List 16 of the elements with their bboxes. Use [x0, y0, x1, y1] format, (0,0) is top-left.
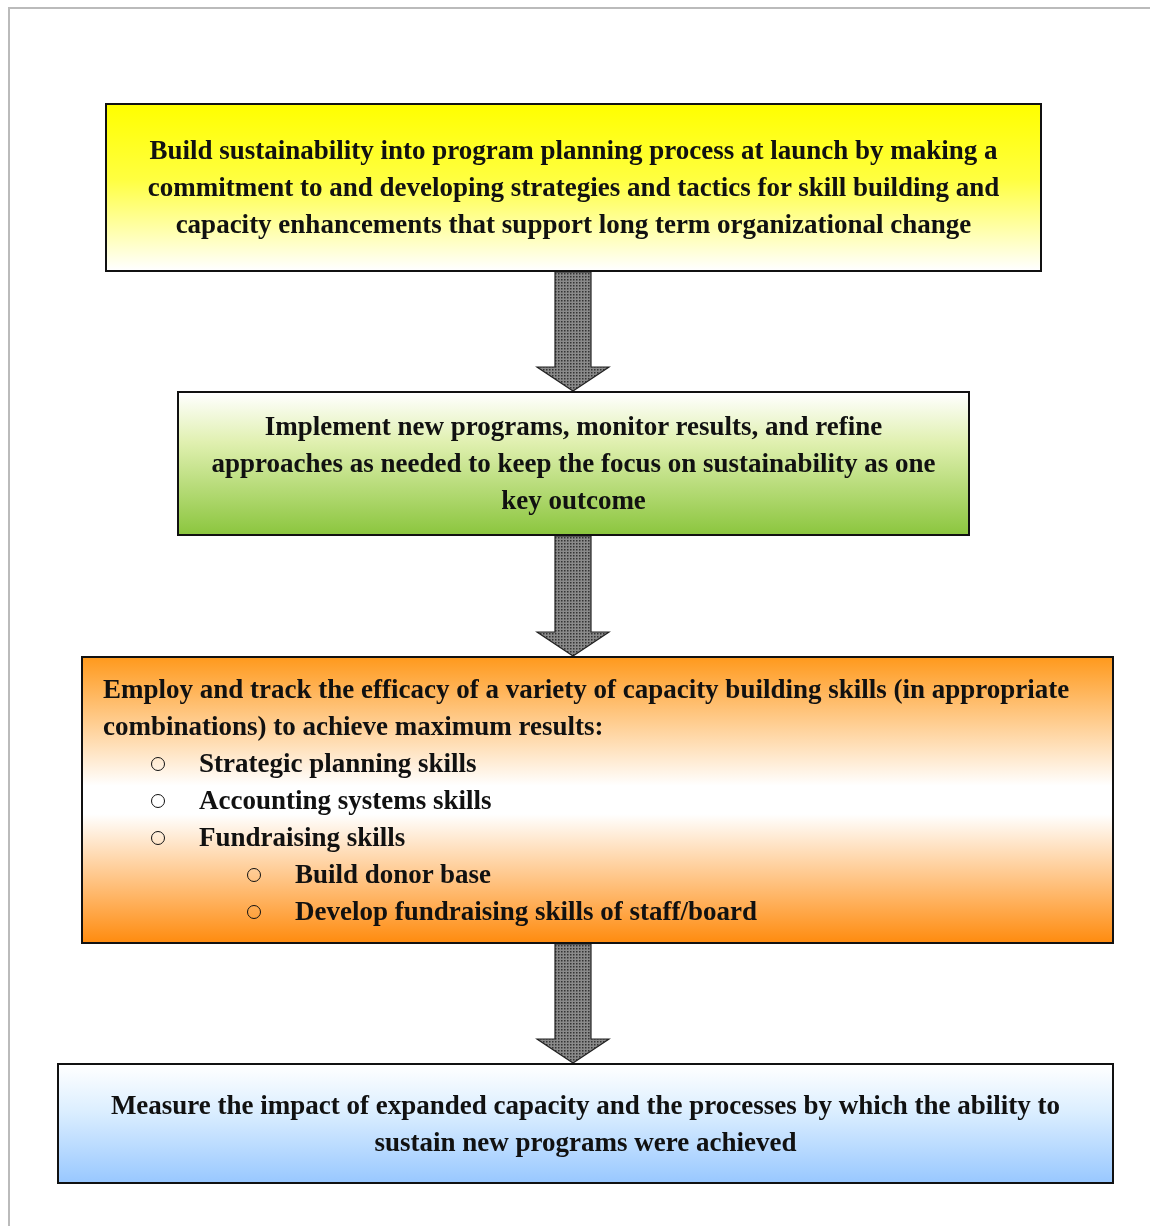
bullet-text: Strategic planning skills — [199, 746, 477, 780]
block-arrow — [535, 943, 611, 1064]
bullet-text: Develop fundraising skills of staff/board — [295, 894, 758, 928]
bullet-text: Build donor base — [295, 857, 492, 891]
box-text: Measure the impact of expanded capacity and the processes by which the ability to sustain new programs were achieved — [109, 1088, 1062, 1159]
process-box — [177, 391, 970, 536]
box-text: Employ and track the efficacy of a variety of capacity building skills (in appropriate combinations) to achieve maximum results: — [103, 672, 1071, 743]
bullet-text: Accounting systems skills — [199, 783, 492, 817]
process-box — [105, 103, 1042, 272]
box-text: Implement new programs, monitor results, and refine approaches as needed to keep the focus on sustainability as one key outcome — [210, 410, 937, 517]
bullet-text: Fundraising skills — [199, 820, 406, 854]
box-text: Build sustainability into program planning process at launch by making a commitment to and developing strategies and tactics for skill building and capacity enhancements that support long term organizational change — [146, 134, 1001, 241]
process-box — [81, 656, 1114, 944]
block-arrow — [535, 535, 611, 657]
block-arrow — [535, 271, 611, 392]
process-box — [57, 1063, 1114, 1184]
